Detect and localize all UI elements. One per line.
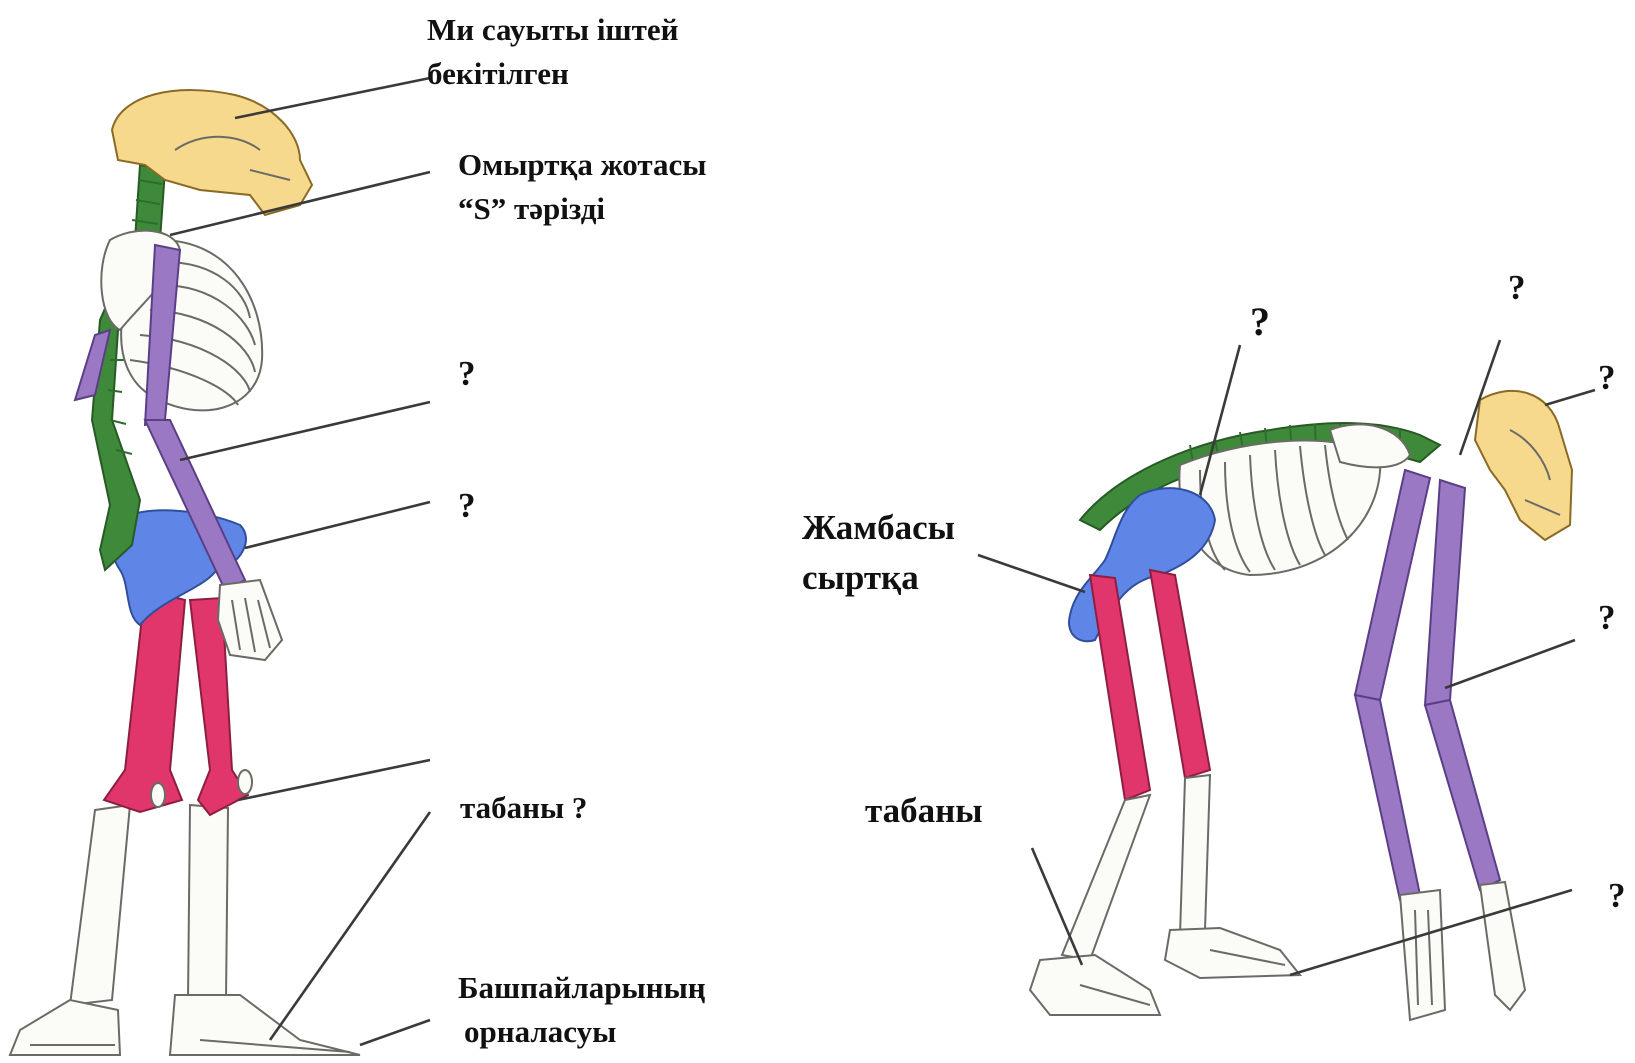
quadruped-question-hand: ? [1608, 874, 1626, 918]
upright-question-1: ? [458, 352, 476, 396]
quadruped-question-back: ? [1250, 300, 1270, 344]
skull-label-line2: бекітілген [427, 52, 678, 96]
upright-skeleton [10, 90, 360, 1055]
toes-label-line1: Башпайларының [458, 966, 706, 1010]
spine-label: Омыртқа жотасы “S” тәрізді [458, 143, 706, 231]
pelvis-label-line1: Жамбасы [802, 503, 955, 553]
quadruped-question-skull: ? [1598, 356, 1616, 400]
quadruped-question-arm: ? [1598, 596, 1616, 640]
spine-label-line1: Омыртқа жотасы [458, 143, 706, 187]
skull-label-line1: Ми сауыты іштей [427, 8, 678, 52]
quadruped-arms [1355, 470, 1500, 900]
upright-foot-label: табаны ? [460, 786, 587, 830]
quadruped-hind-feet [1030, 775, 1300, 1015]
quadruped-skull [1475, 391, 1572, 540]
quadruped-foot-label: табаны [865, 789, 983, 833]
quadruped-question-neck: ? [1508, 266, 1526, 310]
upright-question-2: ? [458, 484, 476, 528]
quadruped-skeleton [1030, 391, 1572, 1020]
toes-label-line2: орналасуы [458, 1010, 706, 1054]
pelvis-label-line2: сыртқа [802, 553, 955, 603]
toes-label: Башпайларының орналасуы [458, 966, 706, 1054]
upright-shin-bones [10, 805, 360, 1055]
skull-label: Ми сауыты іштей бекітілген [427, 8, 678, 96]
quadruped-femurs [1090, 570, 1210, 800]
pelvis-label: Жамбасы сыртқа [802, 503, 955, 603]
upright-hand [218, 580, 282, 660]
spine-label-line2: “S” тәрізді [458, 187, 706, 231]
quadruped-hands [1400, 882, 1525, 1020]
upright-kneecap [238, 770, 252, 794]
upright-kneecap [151, 783, 165, 807]
